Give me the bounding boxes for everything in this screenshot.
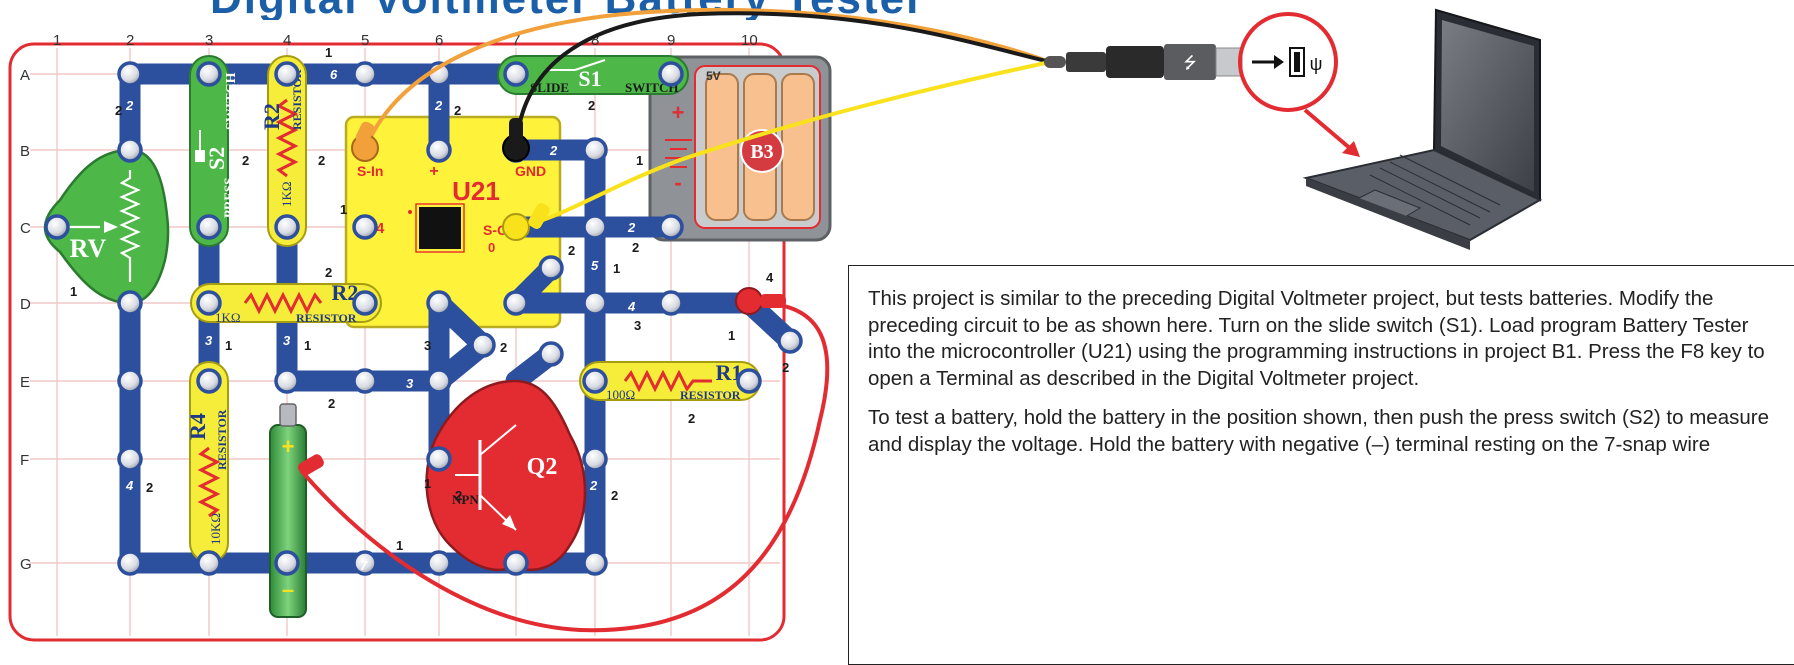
b3-plus: + <box>672 100 685 125</box>
project-description: This project is similar to the preceding… <box>848 265 1794 665</box>
r2v-value: 1KΩ <box>279 181 294 207</box>
r1-value: 100Ω <box>606 387 635 402</box>
level-number: 2 <box>318 153 325 168</box>
b3-label: B3 <box>750 141 773 163</box>
wire-number: 3 <box>283 333 291 348</box>
r4-value: 10KΩ <box>208 513 223 545</box>
level-number: 2 <box>568 243 575 258</box>
wire-number: 5 <box>591 258 599 273</box>
level-number: 2 <box>328 396 335 411</box>
wire-number: 4 <box>627 299 636 314</box>
level-number: 2 <box>115 103 122 118</box>
level-number: 3 <box>634 318 641 333</box>
level-number: 2 <box>242 153 249 168</box>
usb-cable: ⭍ ψ <box>1044 14 1360 157</box>
u21-zero: 0 <box>488 240 495 255</box>
s2-id: S2 <box>204 147 229 170</box>
wire-number: 2 <box>589 478 598 493</box>
s2-type: PRESS <box>221 178 236 218</box>
s1-id: S1 <box>578 66 601 91</box>
row-label-c: C <box>20 220 31 237</box>
level-number: 1 <box>424 476 431 491</box>
col-label-6: 6 <box>435 32 443 49</box>
battery-minus: – <box>282 577 294 602</box>
laptop-icon <box>1306 10 1540 250</box>
level-number: 1 <box>325 45 332 60</box>
row-label-a: A <box>20 67 30 84</box>
u21-s-in: S-In <box>357 163 383 179</box>
level-number: 1 <box>613 261 620 276</box>
row-label-e: E <box>20 374 30 391</box>
wire-number: 6 <box>330 67 338 82</box>
r2h-value: 1KΩ <box>215 310 241 325</box>
r4-id: R4 <box>185 413 210 440</box>
u21-label: U21 <box>452 176 500 206</box>
level-number: 1 <box>225 338 232 353</box>
r4-name: RESISTOR <box>215 409 229 470</box>
b3-minus: - <box>674 170 681 195</box>
row-label-b: B <box>20 143 30 160</box>
test-battery: + – <box>270 404 306 617</box>
col-label-1: 1 <box>53 32 61 49</box>
q2-id: Q2 <box>527 454 558 480</box>
level-number: 4 <box>766 270 774 285</box>
wire-number: 3 <box>205 333 213 348</box>
wire-number: 2 <box>125 98 134 113</box>
wire-number: 2 <box>549 143 558 158</box>
col-label-4: 4 <box>283 32 291 49</box>
level-number: 2 <box>688 411 695 426</box>
wire-number: 7 <box>360 558 368 573</box>
description-paragraph-1: This project is similar to the preceding… <box>868 286 1783 392</box>
rv-label: RV <box>70 234 107 263</box>
level-number: 1 <box>340 202 347 217</box>
u21-gnd: GND <box>515 163 546 179</box>
col-label-9: 9 <box>667 32 675 49</box>
level-number: 1 <box>70 284 77 299</box>
wire-number: 2 <box>627 220 636 235</box>
level-number: 2 <box>454 103 461 118</box>
row-label-g: G <box>20 556 32 573</box>
usb-symbol-icon: ψ <box>1310 54 1323 74</box>
col-label-10: 10 <box>741 32 758 49</box>
level-number: 2 <box>455 488 462 503</box>
level-number: 2 <box>146 480 153 495</box>
s2-name: SWITCH <box>224 72 239 130</box>
row-label-f: F <box>20 452 29 469</box>
level-number: 3 <box>424 338 431 353</box>
wire-number: 2 <box>434 98 443 113</box>
r2v-id: R2 <box>259 103 284 130</box>
level-number: 1 <box>396 538 403 553</box>
usb-plug-icon: ⭍ <box>1183 54 1196 72</box>
col-label-3: 3 <box>205 32 213 49</box>
level-number: 2 <box>632 240 639 255</box>
b3-voltage: 5V <box>706 69 721 83</box>
description-paragraph-2: To test a battery, hold the battery in t… <box>868 405 1783 458</box>
level-number: 2 <box>782 360 789 375</box>
row-label-d: D <box>20 296 31 313</box>
wire-number: 4 <box>125 478 134 493</box>
level-number: 1 <box>728 328 735 343</box>
level-number: 2 <box>588 98 595 113</box>
battery-plus: + <box>282 434 295 459</box>
level-number: 2 <box>611 488 618 503</box>
level-number: 1 <box>304 338 311 353</box>
level-number: 1 <box>636 153 643 168</box>
level-number: 2 <box>325 265 332 280</box>
level-number: 2 <box>500 340 507 355</box>
r2h-name: RESISTOR <box>296 311 357 325</box>
r1-name: RESISTOR <box>680 388 741 402</box>
wire-number: 3 <box>406 376 414 391</box>
col-label-5: 5 <box>361 32 369 49</box>
u21-plus: + <box>429 163 438 180</box>
col-label-2: 2 <box>126 32 134 49</box>
